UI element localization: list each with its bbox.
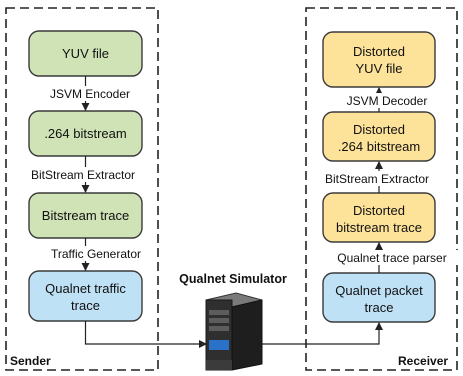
sender-node-qualnet-traffic-trace-label-line1: Qualnet traffic: [45, 281, 126, 296]
sender-panel-label: Sender: [10, 354, 51, 368]
sender-edge-traffic-generator-label: Traffic Generator: [51, 247, 141, 261]
sender-edge-encoder-label-bg: [42, 86, 138, 101]
receiver-node-distorted-yuv-file-label-line1: Distorted: [353, 44, 405, 59]
receiver-node-qualnet-packet-trace-label-line2: trace: [365, 300, 394, 315]
receiver-node-distorted-yuv-file: Distorted YUV file: [322, 31, 436, 88]
simulator-to-receiver-connector: [260, 322, 383, 345]
receiver-edge-decoder-label-bg: [335, 93, 439, 108]
sender-panel: [5, 7, 159, 371]
receiver-edge-trace-parser-label: Qualnet trace parser: [337, 251, 446, 265]
receiver-node-distorted-yuv-file-label-line2: YUV file: [356, 61, 403, 76]
server-tower-blue-strip: [209, 340, 229, 350]
sender-node-264-bitstream-label: .264 bitstream: [44, 126, 126, 141]
sender-edge-traffic-generator-label-bg: [40, 246, 152, 261]
receiver-node-distorted-264-bitstream-label-line2: .264 bitstream: [338, 139, 420, 154]
receiver-edge-extractor-label-bg: [311, 171, 443, 186]
server-tower-bay-1: [209, 310, 229, 315]
sender-node-yuv-file: YUV file: [28, 30, 143, 77]
receiver-edge-decoder-label: JSVM Decoder: [347, 94, 428, 108]
receiver-node-distorted-264-bitstream: Distorted .264 bitstream: [322, 111, 436, 162]
sender-edge-extractor-label: BitStream Extractor: [31, 168, 135, 182]
sender-node-264-bitstream: .264 bitstream: [28, 110, 143, 157]
server-tower-bay-2: [209, 318, 229, 323]
sender-edge-extractor-label-bg: [18, 167, 150, 182]
server-tower-icon: [205, 292, 263, 371]
receiver-node-distorted-bitstream-trace-label-line2: bitstream trace: [336, 220, 422, 235]
receiver-edge-trace-parser-label-bg: [324, 250, 460, 265]
receiver-edge-extractor-label: BitStream Extractor: [325, 172, 429, 186]
receiver-node-distorted-bitstream-trace-label-line1: Distorted: [353, 203, 405, 218]
sender-edge-encoder-label: JSVM Encoder: [50, 87, 130, 101]
receiver-node-qualnet-packet-trace-label-line1: Qualnet packet: [335, 283, 423, 298]
sender-node-bitstream-trace: Bitstream trace: [28, 192, 143, 239]
sender-node-qualnet-traffic-trace-box: [28, 270, 143, 322]
receiver-node-qualnet-packet-trace: Qualnet packet trace: [322, 272, 436, 323]
sender-node-yuv-file-label: YUV file: [62, 46, 109, 61]
receiver-node-distorted-yuv-file-box: [322, 31, 436, 88]
server-tower-right: [231, 299, 263, 371]
sender-node-qualnet-traffic-trace-label-line2: trace: [71, 298, 100, 313]
receiver-node-distorted-264-bitstream-label-line1: Distorted: [353, 122, 405, 137]
sender-node-bitstream-trace-label: Bitstream trace: [42, 208, 129, 223]
server-tower-base: [206, 360, 232, 370]
simulator-title: Qualnet Simulator: [179, 272, 287, 286]
sender-to-simulator-connector: [84, 321, 207, 348]
receiver-panel-label: Receiver: [398, 354, 448, 368]
server-tower-bay-3: [209, 326, 229, 331]
sender-node-qualnet-traffic-trace: Qualnet traffic trace: [28, 270, 143, 322]
receiver-panel: [305, 7, 458, 371]
receiver-node-distorted-bitstream-trace: Distorted bitstream trace: [322, 192, 436, 243]
